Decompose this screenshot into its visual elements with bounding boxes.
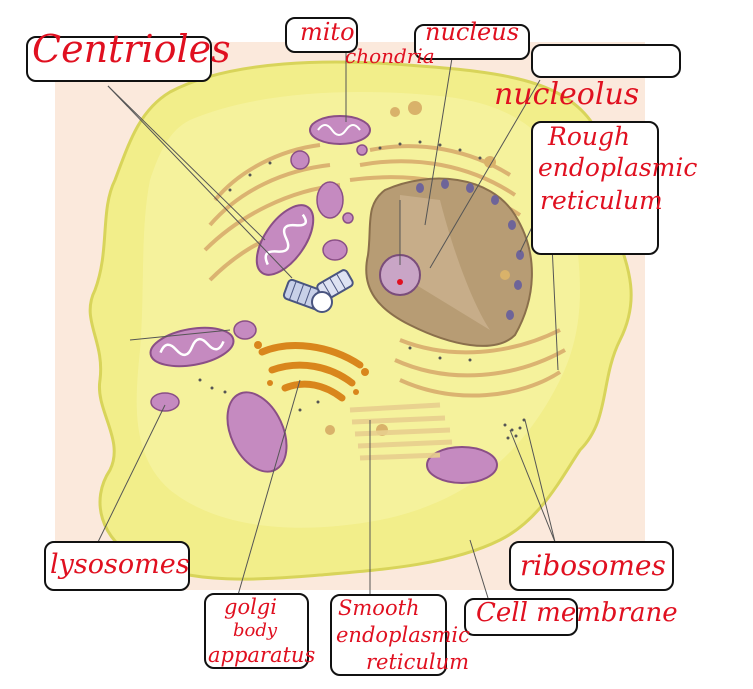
label-box-nucleolus[interactable] — [531, 44, 681, 78]
label-box-mitochondria[interactable] — [285, 17, 358, 53]
label-golgi-line2: body — [233, 620, 278, 641]
label-box-ribosomes[interactable] — [509, 541, 674, 591]
label-nucleus: nucleus — [425, 18, 520, 46]
label-box-centrioles[interactable] — [26, 36, 212, 82]
label-nucleolus: nucleolus — [494, 77, 640, 112]
mitochondrion-top — [309, 115, 371, 145]
centrioles — [282, 269, 354, 313]
label-box-lysosomes[interactable] — [44, 541, 190, 591]
mitochondrion-left — [149, 326, 235, 368]
lysosome-large — [226, 391, 288, 473]
label-lysosomes: lysosomes — [50, 549, 190, 580]
label-ribosomes: ribosomes — [520, 549, 666, 582]
label-smooth-er-line1: Smooth — [338, 596, 420, 620]
vesicles — [150, 144, 368, 412]
label-box-smooth-er[interactable] — [330, 594, 447, 676]
label-box-nucleus[interactable] — [414, 24, 530, 60]
label-smooth-er-line2: endoplasmic — [336, 623, 470, 647]
leader-lines — [97, 52, 559, 599]
label-mitochondria-line2: chondria — [345, 44, 435, 68]
label-smooth-er-line3: reticulum — [366, 650, 470, 674]
label-mitochondria-line1: mito — [300, 18, 355, 46]
ribosome-dots — [198, 140, 526, 440]
label-golgi-line3: apparatus — [208, 643, 316, 667]
label-box-cell-membrane[interactable] — [464, 598, 578, 636]
nuclear-cutaway — [400, 195, 490, 330]
label-rough-er-line3: reticulum — [540, 186, 663, 215]
mitochondrion-center — [255, 204, 315, 276]
label-box-rough-er[interactable] — [531, 121, 659, 255]
label-box-golgi[interactable] — [204, 593, 309, 669]
vacuole-right — [426, 446, 498, 484]
label-cell-membrane: Cell membrane — [476, 598, 678, 628]
nuclear-pores — [416, 179, 524, 320]
label-rough-er-line2: endoplasmic — [538, 153, 698, 182]
smooth-er — [349, 402, 453, 461]
golgi-vesicles — [254, 341, 369, 395]
label-golgi-line1: golgi — [224, 595, 277, 619]
golgi-apparatus — [258, 342, 364, 402]
label-centrioles: Centrioles — [32, 27, 231, 71]
label-rough-er-line1: Rough — [548, 122, 631, 151]
